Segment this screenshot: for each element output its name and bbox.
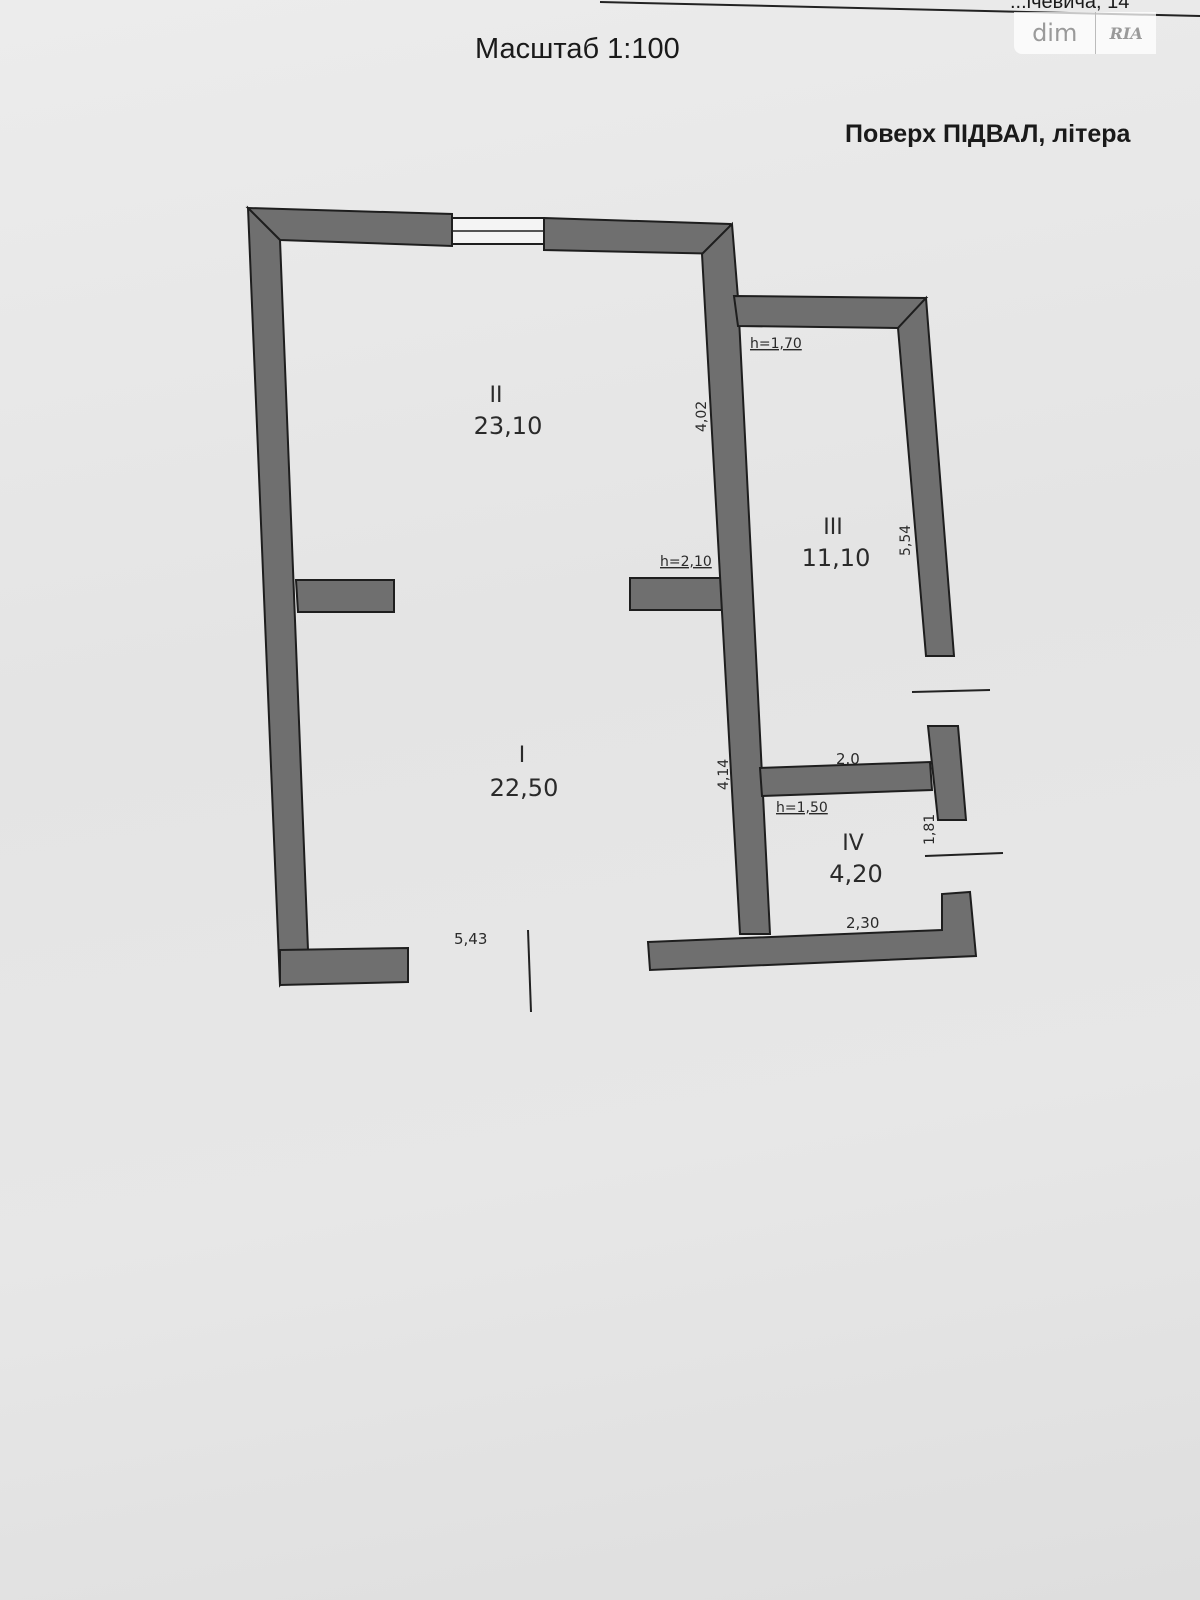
wall-divider-left-stub (294, 579, 395, 613)
dimension-label: 1,81 (922, 814, 938, 845)
room-number: III (823, 515, 842, 540)
room-area: 4,20 (829, 860, 882, 888)
door-line (924, 852, 1004, 857)
wall-room-iii-right (896, 295, 956, 657)
dimension-label: 4,02 (694, 401, 710, 432)
door-line (911, 689, 991, 693)
wall-bottom-left-stub (279, 946, 409, 987)
wall-bottom-right (646, 890, 978, 972)
room-number: IV (842, 831, 864, 856)
door-line (527, 929, 532, 1013)
height-label: h=2,10 (660, 554, 712, 570)
dimension-label: 2.0 (836, 750, 860, 768)
wall-right-stub (926, 725, 968, 821)
scale-label: Масштаб 1:100 (475, 33, 680, 65)
height-label: h=1,70 (750, 336, 802, 352)
height-label: h=1,50 (776, 800, 828, 816)
watermark-logo: dim RIA (1014, 12, 1156, 54)
header-address-cut: ...ічевича, 14 (1010, 0, 1129, 13)
room-number: II (490, 383, 503, 408)
dimension-label: 2,30 (846, 914, 879, 932)
room-area: 23,10 (474, 412, 543, 440)
room-number: I (519, 743, 526, 768)
wall-divider-right-stub (629, 577, 728, 611)
room-area: 22,50 (490, 774, 559, 802)
wall-center (700, 221, 772, 935)
watermark-dim: dim (1014, 12, 1097, 54)
wall-room-iii-top (732, 294, 929, 330)
wall-top-right (543, 216, 731, 256)
dimension-label: 4,14 (716, 759, 732, 790)
watermark-ria: RIA (1109, 23, 1143, 43)
floor-title: Поверх ПІДВАЛ, літера (845, 120, 1132, 148)
window (451, 217, 545, 245)
dimension-label: 5,43 (454, 930, 487, 948)
room-area: 11,10 (802, 544, 871, 572)
dimension-label: 5,54 (898, 525, 914, 556)
wall-iii-iv (758, 760, 934, 798)
